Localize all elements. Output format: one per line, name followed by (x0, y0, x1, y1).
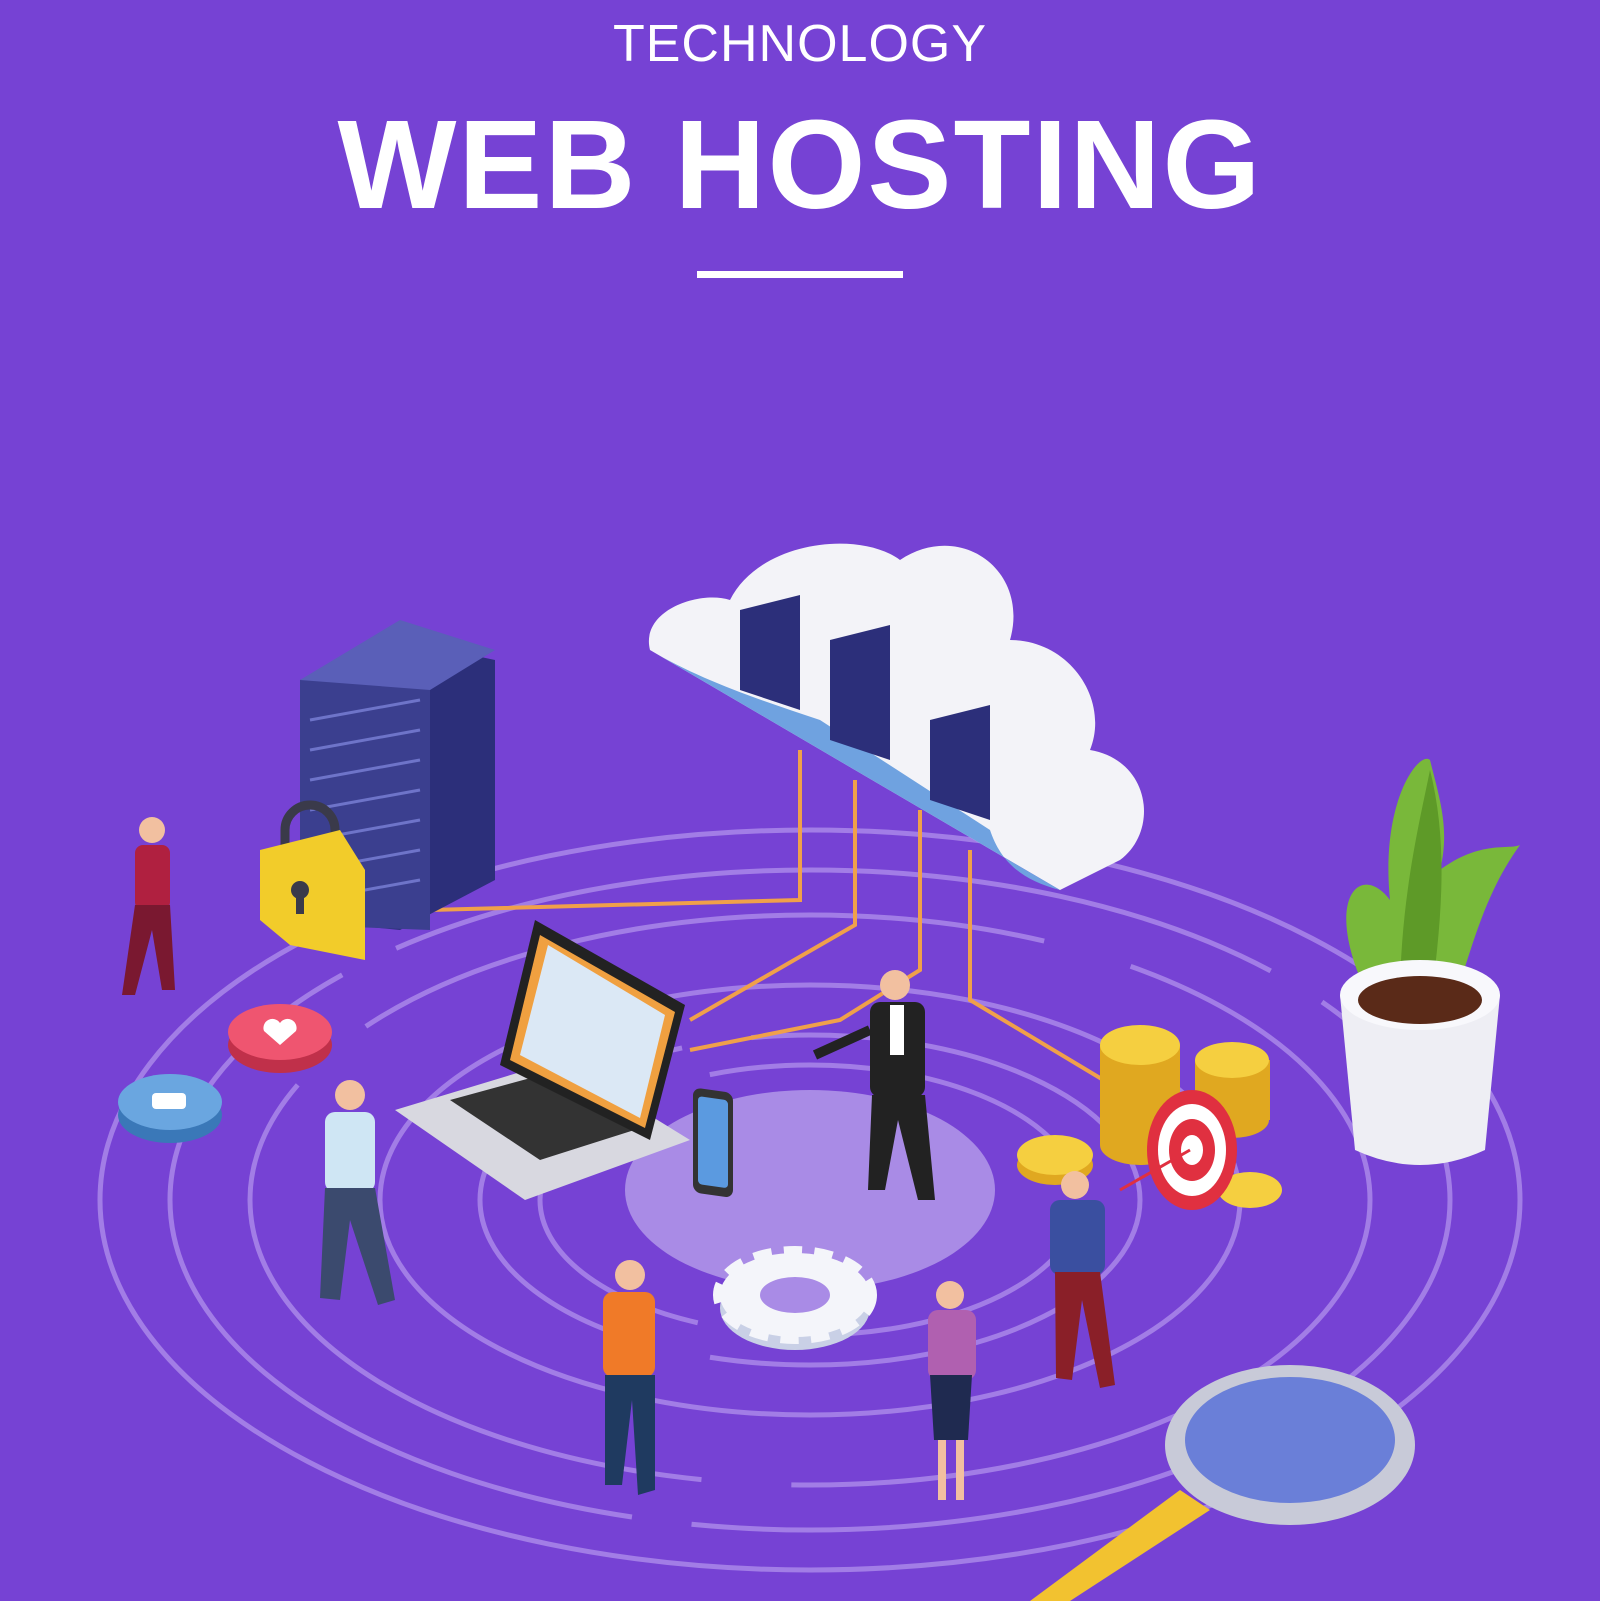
padlock-icon (260, 800, 365, 960)
header-kicker: TECHNOLOGY (612, 15, 988, 73)
cables (429, 750, 1122, 1092)
laptop-icon (395, 920, 690, 1200)
smartphone-icon (693, 1088, 733, 1197)
person-man-orange (603, 1260, 655, 1495)
person-man-right (1050, 1171, 1115, 1388)
person-woman-left (122, 817, 175, 995)
title-divider (697, 271, 903, 278)
gear-icon (713, 1246, 877, 1350)
magnifier-icon (1030, 1365, 1415, 1601)
target-icon (1119, 1090, 1237, 1210)
thumbs-up-icon (118, 1074, 222, 1143)
page-title: WEB HOSTING (337, 94, 1263, 235)
cloud-server-icon (648, 543, 1144, 890)
person-man-left (320, 1080, 395, 1305)
coin-stack-icon (1017, 1025, 1282, 1208)
heart-icon (228, 1004, 332, 1073)
person-woman-center (928, 1281, 976, 1500)
person-businessman (812, 970, 935, 1200)
plant-icon (1340, 758, 1520, 1165)
